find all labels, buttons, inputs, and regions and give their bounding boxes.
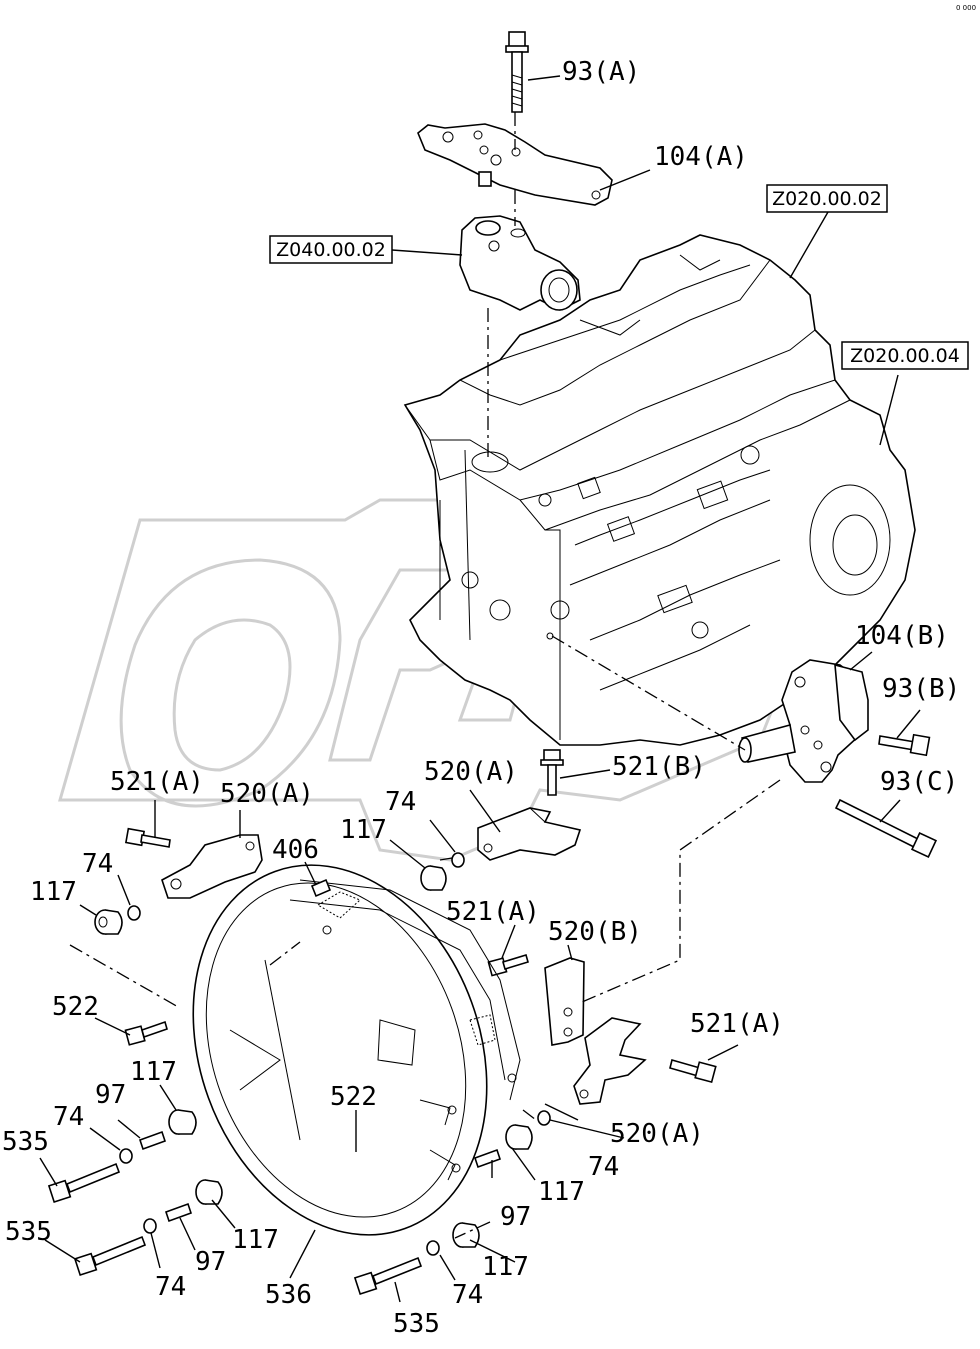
label-117-e: 117 <box>232 1225 279 1255</box>
bracket-520a-left <box>161 834 263 899</box>
spacer-97-c <box>473 1148 502 1169</box>
label-93a: 93(A) <box>562 57 640 87</box>
label-74-e: 74 <box>155 1272 186 1302</box>
bracket-520a-top <box>477 807 582 861</box>
cushion-117-c <box>168 1109 197 1135</box>
engine-block <box>403 234 916 746</box>
bracket-520a-right <box>573 1017 647 1105</box>
mesh-406 <box>317 891 496 1046</box>
ref-z040-00-02-text: Z040.00.02 <box>276 239 386 261</box>
label-74-c: 74 <box>53 1102 84 1132</box>
label-521a-mid: 521(A) <box>446 897 540 927</box>
label-117-b: 117 <box>30 877 77 907</box>
label-535-c: 535 <box>393 1309 440 1339</box>
label-536: 536 <box>265 1280 312 1310</box>
cushion-117-b <box>420 865 447 891</box>
washer-74-c <box>119 1148 133 1164</box>
ref-box-z040-00-02[interactable]: Z040.00.02 <box>269 235 393 264</box>
ref-z020-00-02-text: Z020.00.02 <box>772 188 882 210</box>
corner-mark: 0 000 <box>956 4 976 12</box>
label-522-a: 522 <box>52 992 99 1022</box>
spacer-97-a <box>138 1130 167 1151</box>
label-520a-left: 520(A) <box>220 779 314 809</box>
label-520a-top: 520(A) <box>424 757 518 787</box>
label-117-f: 117 <box>482 1252 529 1282</box>
spacer-97-b <box>164 1202 193 1223</box>
label-97-a: 97 <box>95 1080 126 1110</box>
bolt-535-b <box>73 1235 147 1277</box>
bolt-535-c <box>353 1256 423 1296</box>
label-104b: 104(B) <box>855 621 949 651</box>
bolt-535-a <box>47 1162 121 1204</box>
label-74-b: 74 <box>82 849 113 879</box>
label-522-b: 522 <box>330 1082 377 1112</box>
bracket-520b <box>544 957 585 1046</box>
ref-z020-00-04-text: Z020.00.04 <box>850 345 960 367</box>
bolt-521a-mid <box>487 953 529 977</box>
ref-box-z020-00-04[interactable]: Z020.00.04 <box>841 341 969 370</box>
label-521a-right: 521(A) <box>690 1009 784 1039</box>
bolt-521a-left <box>124 827 171 848</box>
label-97-b: 97 <box>500 1202 531 1232</box>
fan-shroud <box>192 864 521 1236</box>
label-93c: 93(C) <box>880 767 958 797</box>
label-74-a: 74 <box>385 787 416 817</box>
label-535-b: 535 <box>5 1217 52 1247</box>
bolt-93c <box>834 798 938 859</box>
label-117-d: 117 <box>538 1177 585 1207</box>
label-74-f: 74 <box>452 1280 483 1310</box>
label-535-a: 535 <box>2 1127 49 1157</box>
cushions <box>94 852 551 1256</box>
label-521a-left: 521(A) <box>110 767 204 797</box>
washer-74-b <box>451 852 465 868</box>
label-117-a: 117 <box>340 815 387 845</box>
washer-74-d <box>143 1218 157 1234</box>
label-520b: 520(B) <box>548 917 642 947</box>
washer-74-a <box>127 905 141 921</box>
part-labels: 93(A) 104(A) 104(B) 93(B) 93(C) 521(B) 5… <box>2 57 960 1339</box>
washer-74-e <box>537 1110 551 1126</box>
bolt-521b <box>540 749 564 796</box>
label-406: 406 <box>272 835 319 865</box>
washer-74-f <box>426 1240 440 1256</box>
ref-box-z020-00-02[interactable]: Z020.00.02 <box>766 184 888 213</box>
bolt-521a-right <box>669 1059 717 1084</box>
assembly-lines <box>69 112 781 1239</box>
bolt-522-a <box>124 1020 168 1046</box>
bolt-93b <box>878 733 931 757</box>
label-74-d: 74 <box>588 1152 619 1182</box>
bolt-93a <box>505 31 529 113</box>
label-117-c: 117 <box>130 1057 177 1087</box>
thermostat-housing <box>459 215 581 311</box>
bolts-lower <box>47 953 717 1296</box>
leader-lines <box>39 75 921 1303</box>
label-93b: 93(B) <box>882 674 960 704</box>
label-520a-right: 520(A) <box>610 1119 704 1149</box>
bracket-104b <box>738 659 869 783</box>
label-97-c: 97 <box>195 1247 226 1277</box>
cushion-117-f <box>452 1222 480 1248</box>
label-104a: 104(A) <box>654 142 748 172</box>
label-521b: 521(B) <box>612 752 706 782</box>
bracket-104a <box>417 123 613 206</box>
cushion-117-a <box>94 909 123 935</box>
cushion-117-e <box>505 1124 533 1150</box>
cushion-117-d <box>195 1179 223 1205</box>
